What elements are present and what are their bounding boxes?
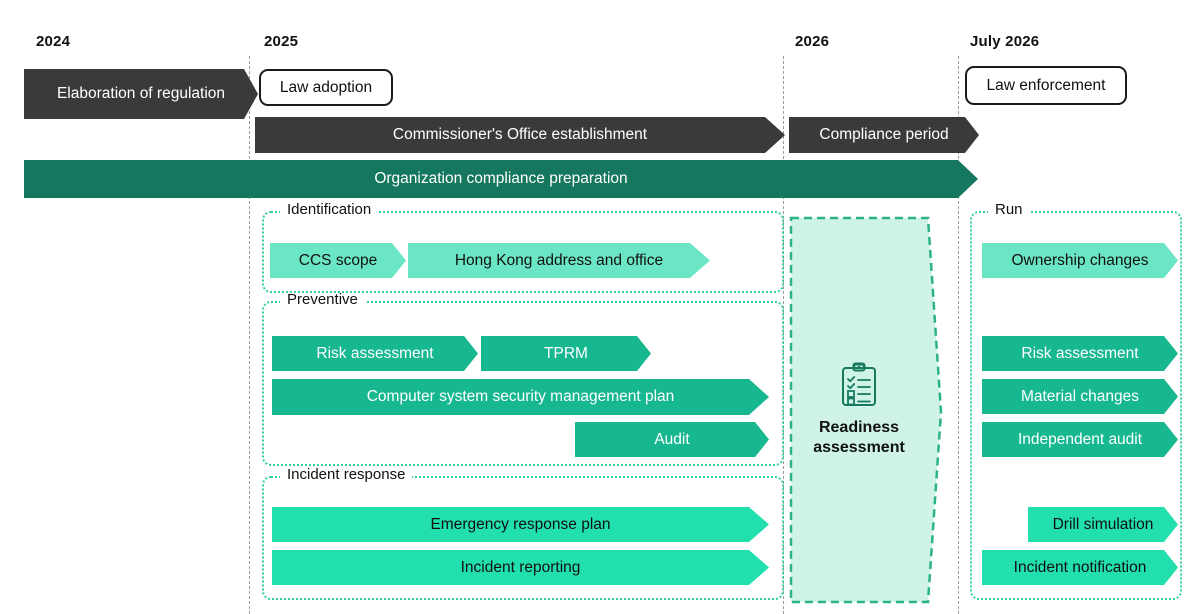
bar-independent-audit: Independent audit	[982, 422, 1178, 457]
bar-incident-reporting: Incident reporting	[272, 550, 769, 585]
era-divider-0	[249, 56, 250, 614]
bar-label-incident-reporting: Incident reporting	[460, 558, 581, 576]
group-identification	[262, 211, 784, 293]
bar-label-independent-audit: Independent audit	[1017, 430, 1143, 448]
bar-label-compliance-period: Compliance period	[819, 126, 949, 143]
era-label-2026: 2026	[795, 33, 830, 50]
bar-run-risk-assessment: Risk assessment	[982, 336, 1178, 371]
bar-hk-address-and-office: Hong Kong address and office	[408, 243, 710, 278]
bar-commissioners-office: Commissioner's Office establishment	[255, 117, 785, 153]
milestone-label-law-enforcement: Law enforcement	[986, 76, 1106, 94]
bar-risk-assessment: Risk assessment	[272, 336, 478, 371]
bar-emergency-response-plan: Emergency response plan	[272, 507, 769, 542]
era-label-july-2026: July 2026	[970, 33, 1040, 50]
bar-material-changes: Material changes	[982, 379, 1178, 414]
bar-label-elaboration-of-regulation: Elaboration of regulation	[56, 85, 226, 102]
bar-ccs-scope: CCS scope	[270, 243, 406, 278]
bar-label-incident-notification: Incident notification	[1013, 558, 1147, 576]
group-preventive	[262, 301, 784, 466]
era-label-2025: 2025	[264, 33, 299, 50]
bar-drill-simulation: Drill simulation	[1028, 507, 1178, 542]
readiness-label-line1: Readiness	[818, 419, 900, 436]
bar-label-computer-system-plan: Computer system security management plan	[366, 388, 675, 405]
era-divider-2	[958, 56, 959, 614]
bar-compliance-period: Compliance period	[789, 117, 979, 153]
bar-label-hk-address-and-office: Hong Kong address and office	[454, 251, 664, 269]
era-label-2024: 2024	[36, 33, 71, 50]
bar-label-ccs-scope: CCS scope	[298, 251, 378, 269]
group-title-preventive: Preventive	[280, 292, 365, 307]
group-incident-response	[262, 476, 784, 600]
readiness-assessment-panel: Readiness assessment	[789, 216, 943, 604]
bar-tprm: TPRM	[481, 336, 651, 371]
readiness-panel-shape	[789, 216, 943, 604]
bar-label-material-changes: Material changes	[1020, 387, 1140, 405]
bar-incident-notification: Incident notification	[982, 550, 1178, 585]
readiness-label-line2: assessment	[813, 439, 905, 456]
bar-organization-compliance-prep: Organization compliance preparation	[24, 160, 978, 198]
bar-elaboration-of-regulation: Elaboration of regulation	[24, 69, 258, 119]
bar-label-ownership-changes: Ownership changes	[1011, 251, 1149, 269]
bar-label-audit: Audit	[654, 430, 690, 448]
bar-label-tprm: TPRM	[544, 344, 588, 362]
group-title-identification: Identification	[280, 202, 379, 217]
milestone-law-adoption[interactable]: Law adoption	[259, 69, 393, 106]
bar-label-commissioners-office: Commissioner's Office establishment	[392, 126, 648, 143]
milestone-law-enforcement[interactable]: Law enforcement	[965, 66, 1127, 105]
bar-ownership-changes: Ownership changes	[982, 243, 1178, 278]
bar-label-drill-simulation: Drill simulation	[1052, 515, 1154, 533]
group-title-run: Run	[988, 202, 1030, 217]
clipboard-checklist-icon	[842, 362, 876, 406]
bar-audit: Audit	[575, 422, 769, 457]
bar-label-risk-assessment: Risk assessment	[316, 344, 434, 362]
bar-label-organization-compliance-prep: Organization compliance preparation	[374, 170, 628, 187]
bar-label-emergency-response-plan: Emergency response plan	[430, 515, 611, 533]
bar-label-run-risk-assessment: Risk assessment	[1021, 344, 1139, 362]
readiness-assessment-label: Readiness assessment	[813, 418, 905, 458]
bar-computer-system-plan: Computer system security management plan	[272, 379, 769, 415]
milestone-label-law-adoption: Law adoption	[279, 78, 373, 96]
group-title-incident-response: Incident response	[280, 467, 413, 482]
group-run	[970, 211, 1182, 600]
